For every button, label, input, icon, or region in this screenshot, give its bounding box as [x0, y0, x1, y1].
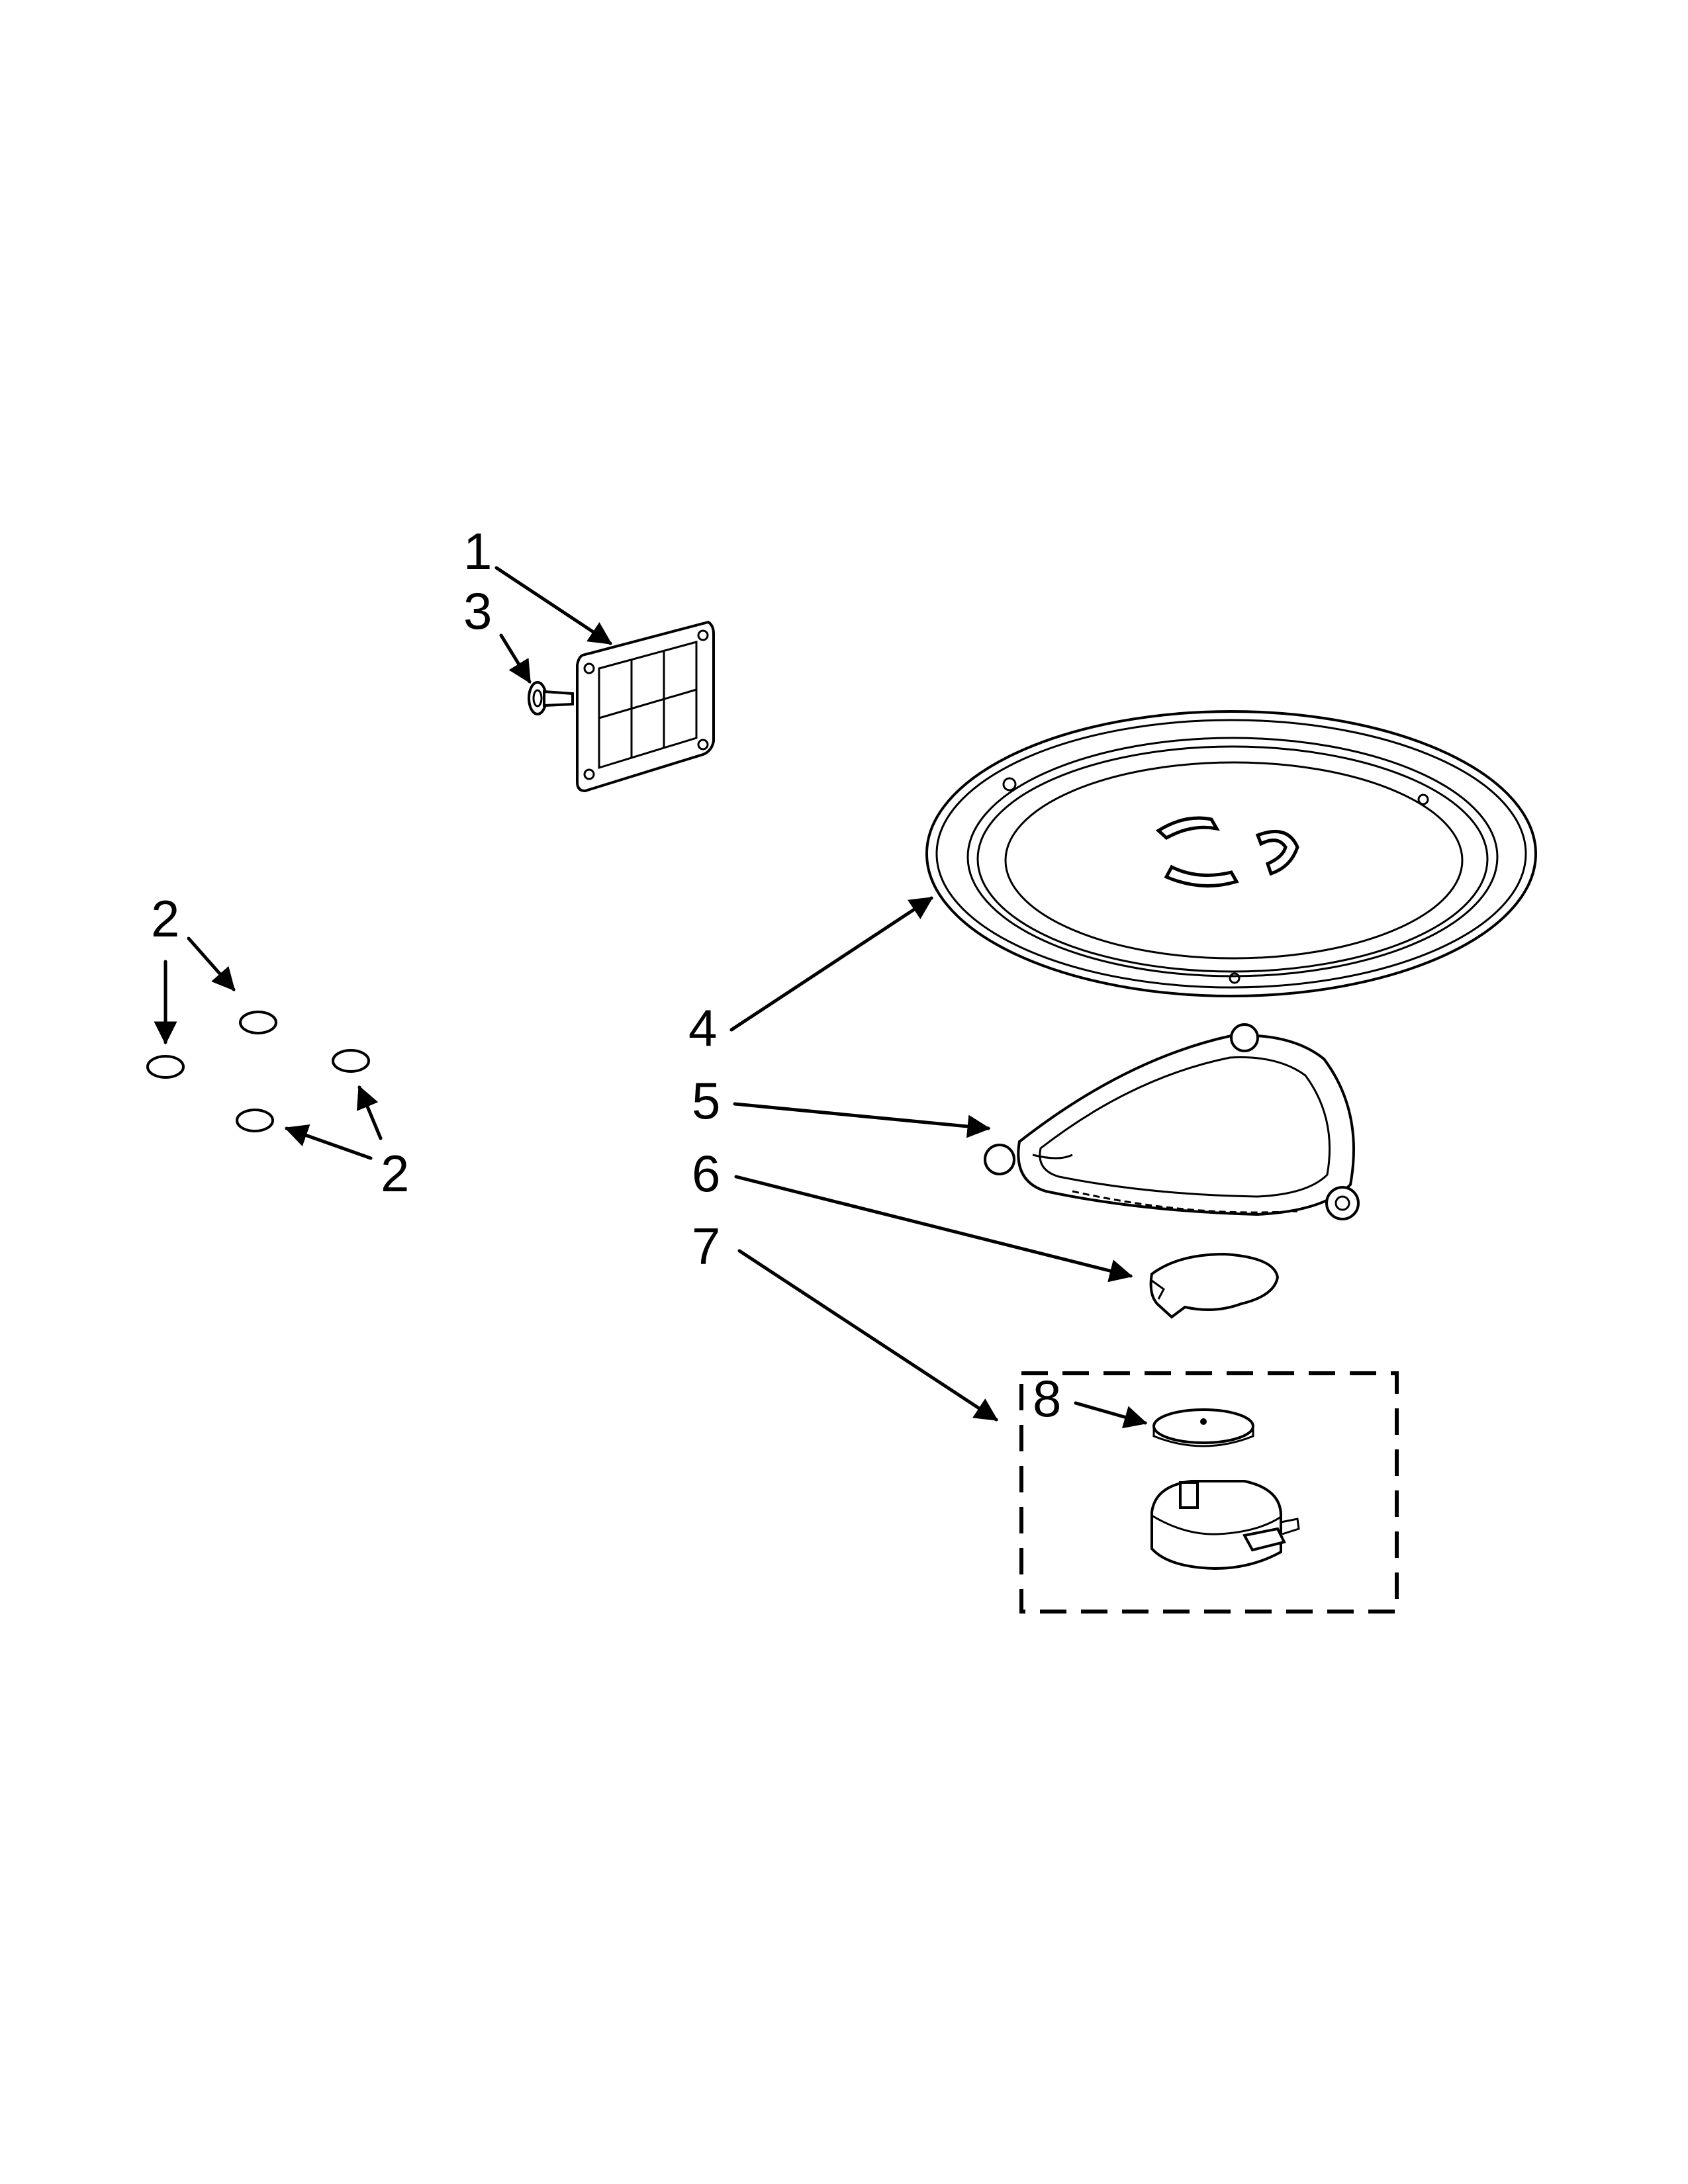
- callout-6: 6: [692, 1144, 720, 1203]
- callout-7: 7: [692, 1217, 720, 1275]
- part-1-waveguide-cover: [576, 620, 715, 793]
- part-3-screw: [528, 681, 574, 715]
- callout-8: 8: [1033, 1369, 1061, 1428]
- part-6-coupler: [1149, 1252, 1280, 1319]
- callout-2-bottom: 2: [381, 1144, 409, 1203]
- callout-2-top: 2: [151, 889, 179, 948]
- callout-3: 3: [463, 582, 492, 640]
- part-2-rubber-feet: [146, 1011, 370, 1132]
- callout-4: 4: [688, 999, 717, 1057]
- part-4-turntable-tray: [925, 710, 1537, 997]
- callout-numbers: 1 3 2 2 4 5 6 7 8: [151, 522, 1061, 1428]
- callout-5: 5: [692, 1071, 720, 1130]
- turntable-motor: [1150, 1480, 1300, 1570]
- leader-lines: [154, 566, 1148, 1429]
- callout-1: 1: [463, 522, 492, 580]
- part-5-roller-ring: [984, 1023, 1360, 1220]
- part-7-motor-assembly-box: [1019, 1371, 1399, 1614]
- part-8-motor-disc: [1152, 1408, 1254, 1447]
